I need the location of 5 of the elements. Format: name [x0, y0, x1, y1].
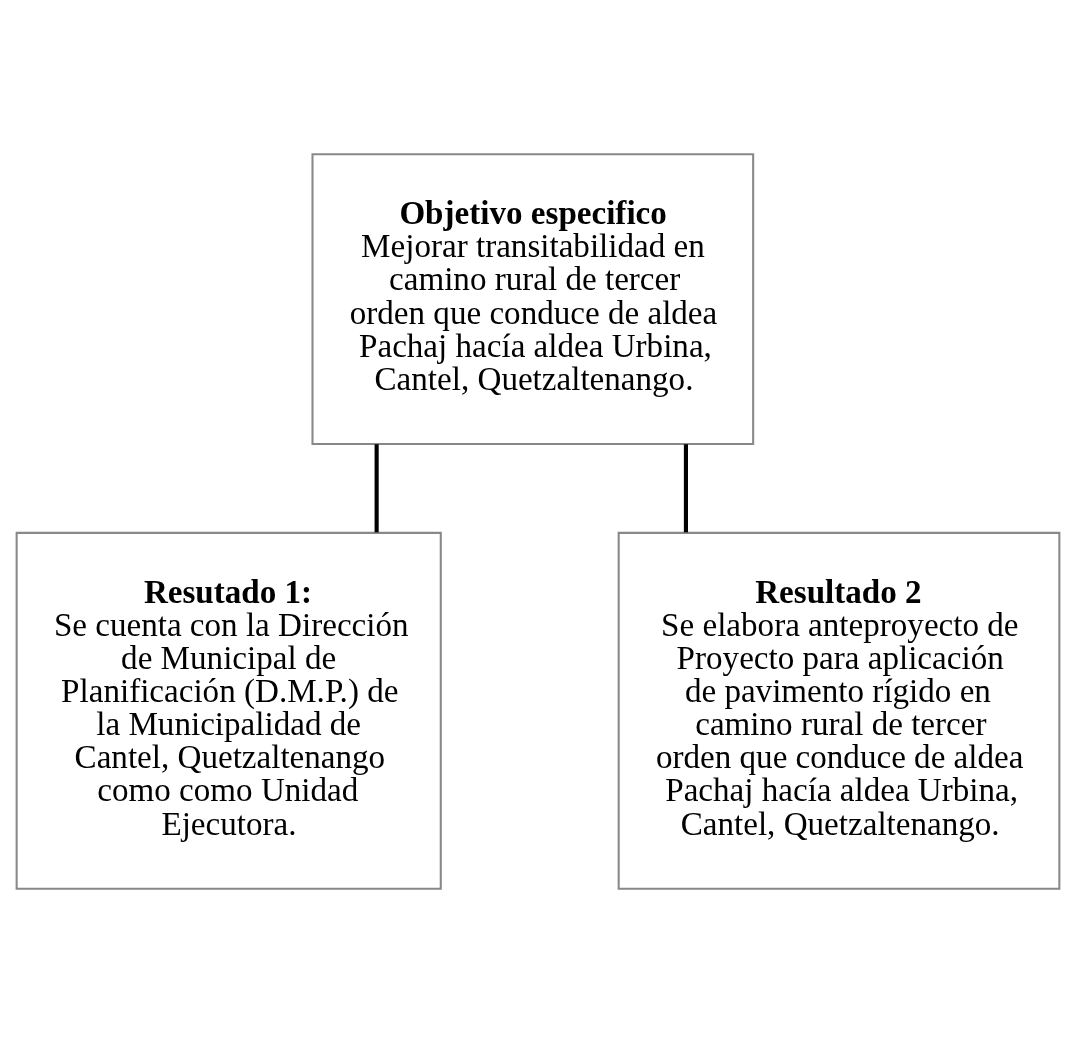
connector: [683, 443, 688, 532]
node-box: Resultado 2 Se elabora anteproyecto de Proyecto para aplicación de pavimento rígido en camino rural de tercer orden que conduce de aldea Pachaj hacía aldea Urbina, Cantel, Quetzaltenango.: [617, 531, 1061, 890]
node-box: Resutado 1: Se cuenta con la Dirección de Municipal de Planificación (D.M.P.) de la Municipalidad de Cantel, Quetzaltenango como como Unidad Ejecutora.: [15, 531, 442, 890]
connector: [374, 443, 379, 532]
node-box: Objetivo especifico Mejorar transitabilidad en camino rural de tercer orden que conduce de aldea Pachaj hacía aldea Urbina, Cantel, Quetzaltenango.: [311, 152, 755, 445]
